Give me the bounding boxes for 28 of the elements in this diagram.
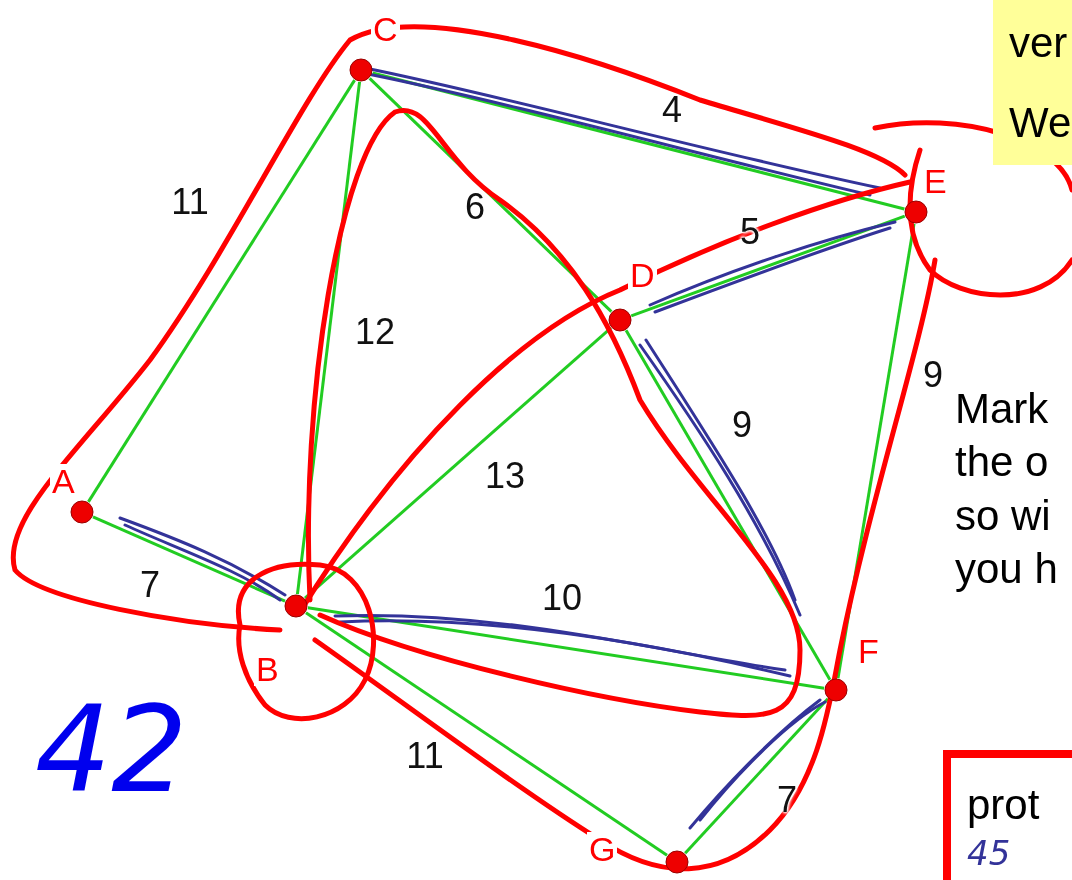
edge-weight-label: 11 [406, 738, 444, 774]
graph-edge [684, 697, 829, 855]
graph-edge [305, 611, 668, 857]
graph-edge [630, 214, 906, 318]
graph-edge [372, 71, 905, 211]
box-text: prot [967, 784, 1040, 826]
edge-weight-label: 12 [355, 314, 395, 350]
edge-weight-label: 9 [732, 407, 752, 443]
instruction-text: Mark the o so wi you h [955, 384, 1059, 594]
edge-weight-label: 7 [140, 567, 160, 603]
sticky-note [993, 0, 1072, 165]
edge-weight-label: 4 [662, 92, 682, 128]
graph-edge [92, 515, 286, 603]
graph-edge [624, 329, 832, 681]
edge-weight-label: 6 [465, 189, 485, 225]
graph-edge [307, 606, 825, 690]
note-text: ver [1009, 22, 1068, 64]
edge-weight-label: 10 [542, 580, 582, 616]
graph-edge [836, 223, 916, 679]
edge-weight-label: 11 [171, 184, 209, 220]
answer-box [943, 750, 1072, 880]
handwritten-number: 42 [35, 690, 188, 810]
edge-weight-label: 13 [485, 458, 525, 494]
handwritten-number: 45 [967, 836, 1011, 870]
note-text: We [1009, 102, 1072, 144]
edge-weight-label: 9 [923, 357, 943, 393]
graph-edge [87, 79, 356, 503]
graph-edge [295, 81, 362, 595]
